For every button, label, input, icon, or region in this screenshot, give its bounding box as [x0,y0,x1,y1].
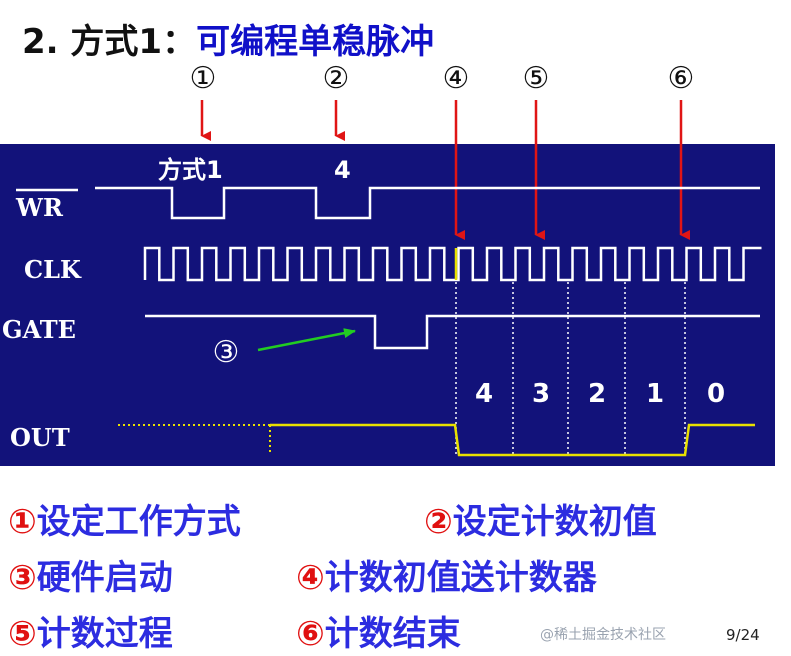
legend-num: ③ [8,558,37,598]
out-label: OUT [10,423,70,452]
page-number: 9/24 [726,626,760,644]
gate-waveform [145,314,760,350]
wr-mode-annotation: 方式1 [158,156,223,184]
title-subtitle: 可编程单稳脉冲 [196,22,435,62]
legend-num: ⑤ [8,614,37,654]
count-value: 1 [646,379,664,409]
count-value: 2 [588,379,606,409]
marker-3: ③ [213,335,240,370]
legend-text: 计数过程 [36,614,173,654]
gate-label: GATE [2,315,76,344]
legend-num: ② [424,502,453,542]
legend-text: 硬件启动 [36,558,173,598]
count-value: 0 [707,379,725,409]
gate-arrow [257,328,356,352]
marker-4: ④ [443,61,470,96]
legend-num: ④ [296,558,325,598]
marker-2: ② [323,61,350,96]
clk-label: CLK [24,255,82,284]
title-prefix: 2. 方式1： [22,22,197,62]
watermark: @稀土掘金技术社区 [540,627,666,643]
marker-5: ⑤ [523,61,550,96]
wr-label: WR [15,193,64,222]
marker-1: ① [190,61,217,96]
slide-title: 2. 方式1：可编程单稳脉冲 [22,14,434,63]
legend-item: ②设定计数初值 [424,494,657,543]
out-waveform [270,423,755,457]
legend-item: ③硬件启动 [8,550,173,599]
legend-item: ⑤计数过程 [8,606,173,655]
legend-text: 设定计数初值 [452,502,657,542]
legend-text: 设定工作方式 [36,502,241,542]
legend-text: 计数结束 [324,614,461,654]
wr-count-annotation: 4 [334,156,351,184]
legend-num: ⑥ [296,614,325,654]
legend-item: ④计数初值送计数器 [296,550,597,599]
legend-item: ①设定工作方式 [8,494,241,543]
legend-item: ⑥计数结束 [296,606,461,655]
count-value: 3 [532,379,550,409]
legend-text: 计数初值送计数器 [324,558,597,598]
clk-waveform [143,246,762,282]
legend-num: ① [8,502,37,542]
timing-panel [0,144,775,466]
count-guides [455,282,686,455]
wr-waveform [95,186,760,220]
count-value: 4 [475,379,493,409]
marker-6: ⑥ [668,61,695,96]
